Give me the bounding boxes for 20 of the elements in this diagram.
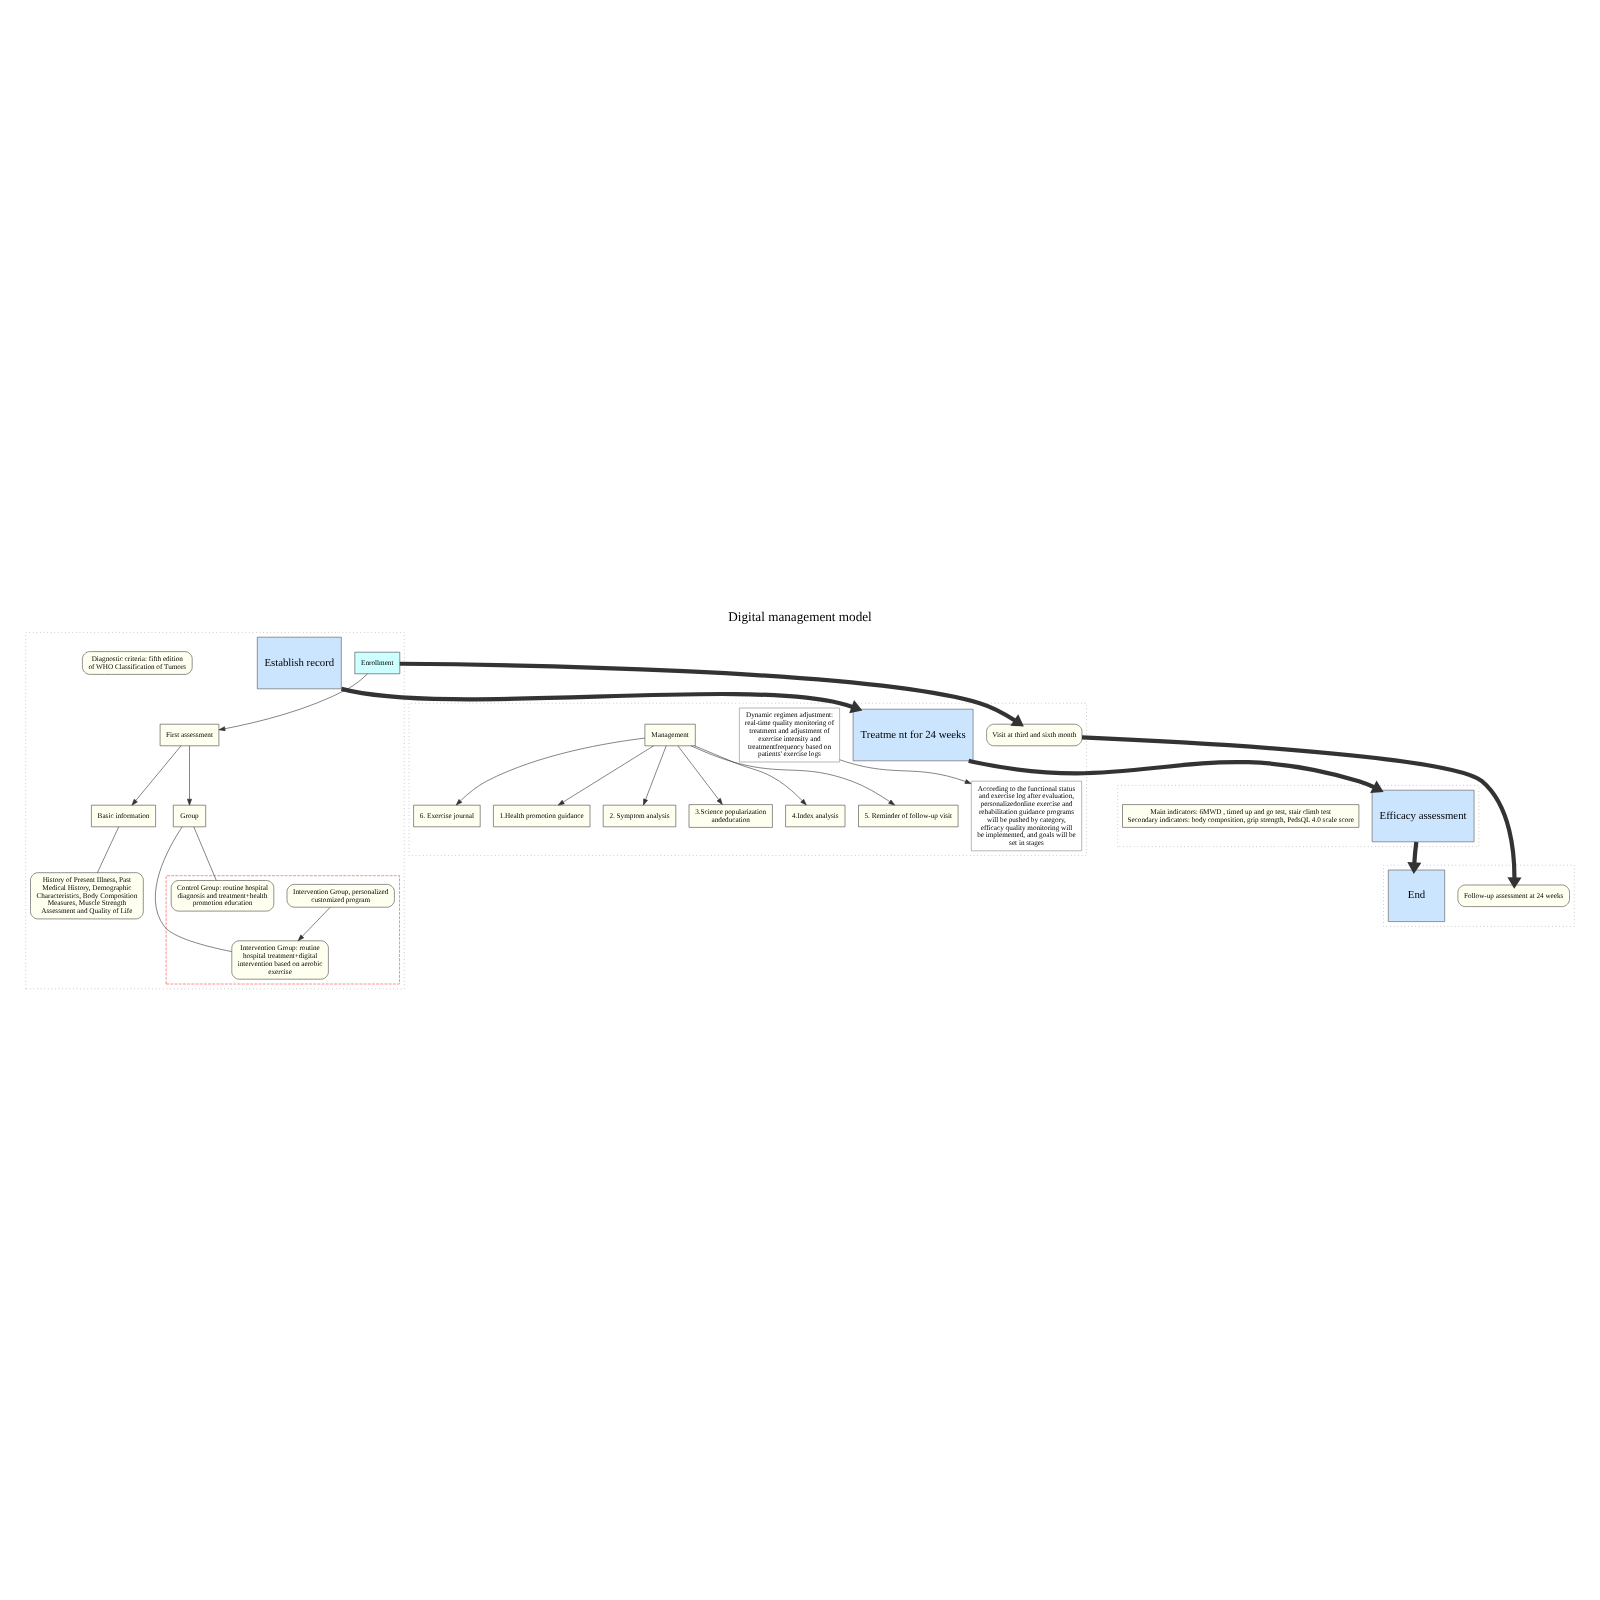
- arrow: [677, 744, 723, 804]
- arrow: [1081, 734, 1522, 888]
- arrow: [187, 744, 192, 805]
- arrow: [218, 672, 368, 731]
- arrow: [297, 906, 331, 940]
- arrow: [968, 757, 1384, 793]
- connector: [193, 825, 217, 880]
- arrow: [1407, 840, 1422, 873]
- arrow: [643, 744, 667, 805]
- arrow: [839, 758, 972, 783]
- arrow: [455, 736, 646, 805]
- arrow: [341, 685, 863, 713]
- connector: [97, 825, 119, 872]
- arrow: [690, 744, 895, 805]
- connector: [155, 825, 232, 951]
- cluster: [165, 874, 400, 984]
- arrow: [399, 660, 1024, 726]
- arrow: [557, 744, 654, 805]
- arrow: [131, 744, 182, 805]
- arrow: [694, 744, 807, 805]
